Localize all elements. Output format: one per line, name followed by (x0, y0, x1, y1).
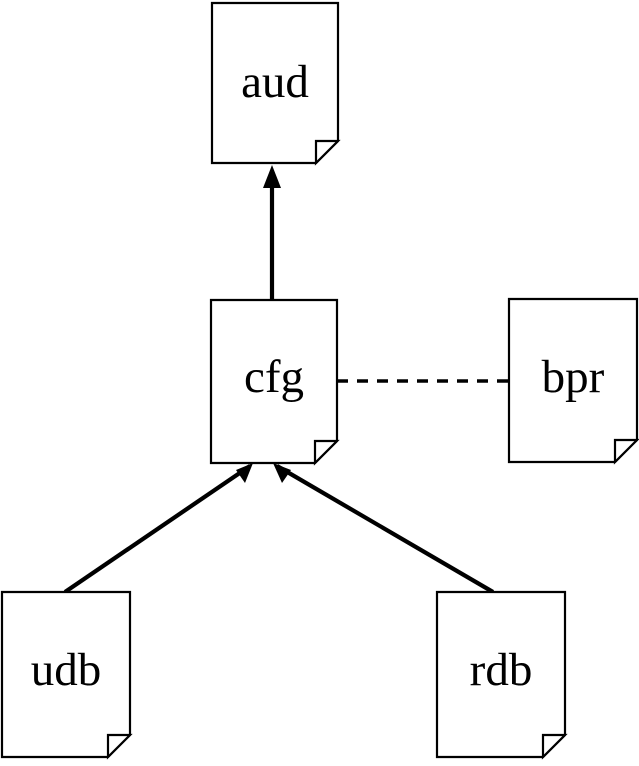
node-label: aud (241, 56, 309, 108)
node-rdb[interactable]: rdb (435, 590, 568, 760)
edge-line (275, 464, 495, 594)
page-fold-icon (613, 438, 639, 465)
node-label: udb (31, 644, 102, 696)
node-udb[interactable]: udb (0, 590, 133, 760)
node-aud[interactable]: aud (210, 1, 341, 166)
edge-line (63, 464, 252, 594)
arrowhead-icon (263, 165, 281, 188)
edge-udb-to-cfg (63, 463, 253, 594)
node-bpr[interactable]: bpr (507, 297, 639, 465)
node-cfg[interactable]: cfg (209, 298, 340, 466)
node-label: rdb (470, 644, 533, 696)
page-fold-icon (313, 439, 340, 466)
node-label: cfg (244, 351, 304, 403)
page-fold-icon (314, 139, 341, 166)
page-fold-icon (541, 733, 568, 760)
page-fold-icon (106, 733, 133, 760)
edge-cfg-to-aud (263, 165, 281, 300)
node-label: bpr (542, 351, 605, 403)
arrowhead-icon (273, 463, 291, 483)
arrowhead-icon (236, 463, 253, 483)
edge-rdb-to-cfg (273, 463, 495, 594)
